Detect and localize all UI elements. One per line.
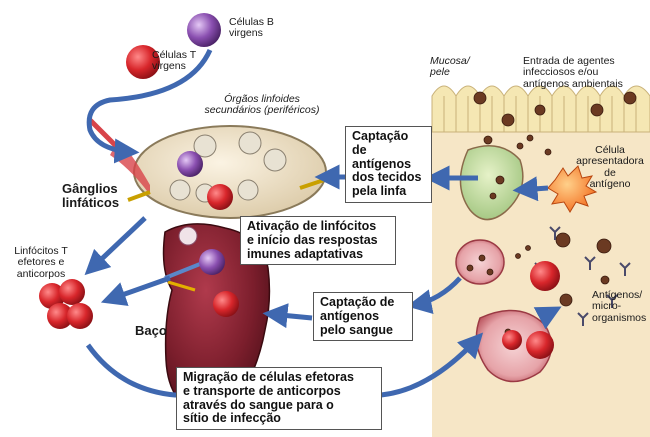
spleen-t-cell: [213, 291, 239, 317]
label-mucosa: Mucosa/ pele: [430, 55, 470, 79]
box-capture-lymph: Captação de antígenos dos tecidos pela l…: [345, 126, 432, 203]
tissue-t-cell-upper: [530, 261, 560, 291]
box-capture-blood: Captação de antígenos pelo sangue: [313, 292, 413, 342]
arrow-naive-to-node: [86, 48, 213, 164]
label-lymph-nodes: Gânglios linfáticos: [62, 181, 120, 211]
label-secondary-organs: Órgãos linfoides secundários (periférico…: [204, 93, 320, 117]
tissue-t-cell-vessel: [502, 330, 522, 350]
arrow-tissue-cell: [533, 306, 562, 330]
label-spleen: Baço: [135, 323, 167, 338]
naive-b-cell: [187, 13, 221, 47]
spleen-b-cell: [199, 249, 225, 275]
label-antigens-microbes: Antígenos/ micro- organismos: [592, 289, 647, 324]
arrow-apc-to-vessel: [512, 176, 549, 202]
arrow-blood-capture: [262, 303, 313, 329]
label-entry: Entrada de agentes infecciosos e/ou antí…: [523, 55, 623, 90]
apc-cell: [547, 165, 598, 213]
arrow-vessel-to-blood-box: [406, 276, 462, 314]
label-naive-t: Células T virgens: [152, 49, 197, 73]
label-apc: Célula apresentadora de antígeno: [576, 144, 644, 190]
microbe-group: [466, 91, 637, 336]
label-effector: Linfócitos T efetores e anticorpos: [14, 245, 68, 280]
tissue-t-cell-lower: [526, 331, 554, 359]
naive-t-cell: [126, 45, 160, 79]
node-b-cell: [177, 151, 203, 177]
node-t-cell: [207, 184, 233, 210]
tissue-panel: [431, 85, 650, 437]
effector-t-cells: [39, 279, 93, 329]
spleen-dendritic-cell: [178, 226, 198, 246]
box-migration: Migração de células efetoras e transport…: [176, 367, 382, 430]
label-naive-b: Células B virgens: [229, 16, 274, 40]
arrow-node-to-effector: [84, 216, 147, 276]
arrow-spleen-to-effector: [100, 275, 171, 306]
box-activation: Ativação de linfócitos e início das resp…: [240, 216, 396, 266]
